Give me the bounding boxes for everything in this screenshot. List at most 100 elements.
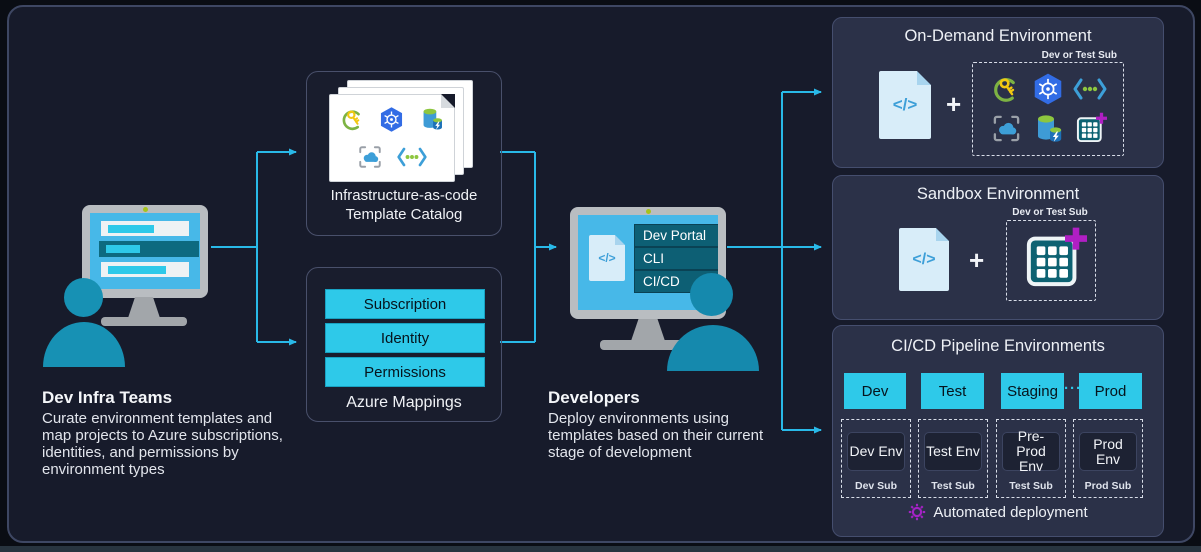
developers-figure: </> Dev Portal CLI CI/CD [560, 200, 780, 372]
code-file-icon: </> [589, 235, 625, 281]
dev-infra-text: Dev Infra Teams Curate environment templ… [42, 388, 287, 479]
azure-mappings-box: Subscription Identity Permissions Azure … [306, 267, 502, 422]
icon-cell [987, 112, 1025, 146]
pipeline-ellipsis: ··· [1064, 380, 1082, 397]
sandbox-resources-box [1006, 220, 1096, 301]
plus-sign: + [969, 245, 985, 275]
automated-deployment-label: Automated deployment [933, 503, 1088, 521]
screen-bar-fill [108, 224, 154, 233]
sandbox-sub-label: Dev or Test Sub [1012, 207, 1088, 218]
screen-bar [101, 221, 189, 236]
sandbox-card: Sandbox Environment Dev or Test Sub </> … [832, 175, 1164, 320]
grid-plus-icon [1026, 227, 1087, 287]
database-icon [1038, 115, 1062, 142]
mappings-label: Azure Mappings [346, 394, 462, 411]
plus-overlay [1095, 112, 1107, 124]
env-box-test: Test Env [924, 432, 982, 471]
code-icon [396, 147, 427, 167]
monitor-stand [631, 319, 665, 341]
env-box-prod: Prod Env [1079, 432, 1137, 471]
dev-infra-title: Dev Infra Teams [42, 388, 173, 407]
on-demand-title: On-Demand Environment [904, 27, 1092, 45]
resource-group-icon [358, 146, 381, 168]
developers-title: Developers [548, 388, 640, 407]
template-catalog-box: Infrastructure-as-code Template Catalog [306, 71, 502, 236]
catalog-label-line1: Infrastructure-as-code [330, 187, 478, 204]
connector-right-split [727, 92, 783, 430]
sub-prod: Prod Sub [1084, 480, 1132, 492]
screen-bar-fill [108, 265, 166, 274]
kubernetes-icon [380, 107, 402, 132]
icon-cell [1029, 72, 1067, 106]
monitor-stand [128, 297, 160, 318]
monitor-frame [82, 205, 208, 298]
person-head-icon [690, 273, 733, 316]
catalog-icon-row-2 [357, 144, 428, 170]
catalog-page-front [329, 94, 455, 182]
cicd-title: CI/CD Pipeline Environments [891, 337, 1105, 355]
mapping-identity: Identity [325, 323, 485, 353]
icon-cell [1071, 112, 1109, 146]
env-box-preprod: Pre-Prod Env [1002, 429, 1060, 473]
stage-dev: Dev [844, 373, 906, 409]
icon-cell [987, 72, 1025, 106]
resource-group-icon [993, 115, 1019, 142]
dev-infra-description: Curate environment templates and map pro… [42, 410, 283, 478]
icon-cell [1071, 72, 1109, 106]
monitor-base [101, 317, 187, 326]
kubernetes-icon [1034, 73, 1062, 105]
plus-overlay [1065, 227, 1087, 250]
on-demand-card: On-Demand Environment Dev or Test Sub </… [832, 17, 1164, 168]
sub-test: Test Sub [931, 480, 975, 492]
on-demand-icon-grid [973, 63, 1123, 155]
connector-left-split [211, 152, 258, 342]
monitor-base [600, 340, 696, 350]
stage-test: Test [921, 373, 984, 409]
stage-staging: Staging [1001, 373, 1064, 409]
code-glyph: </> [892, 95, 918, 114]
automated-deployment-row: Automated deployment [833, 503, 1163, 521]
person-body-icon [667, 325, 759, 371]
screen-bar [99, 241, 199, 257]
on-demand-resources-box [972, 62, 1124, 156]
stage-group-test: Test Env Test Sub [918, 419, 988, 498]
screen-bar [101, 262, 189, 277]
webcam-dot-icon [143, 207, 148, 212]
sandbox-title: Sandbox Environment [916, 185, 1080, 203]
code-icon [1073, 78, 1107, 100]
stage-prod: Prod [1079, 373, 1142, 409]
on-demand-sub-label: Dev or Test Sub [1041, 50, 1117, 61]
catalog-label-line2: Template Catalog [345, 206, 463, 223]
plus-sign: + [946, 89, 962, 119]
developers-description: Deploy environments using templates base… [548, 410, 764, 461]
monitor-screen [90, 213, 200, 289]
mapping-subscription: Subscription [325, 289, 485, 319]
person-head-icon [64, 278, 103, 317]
doc-fold [936, 228, 949, 241]
code-glyph: </> [598, 251, 616, 265]
catalog-icon-row-1 [340, 106, 445, 133]
webcam-dot-icon [646, 209, 651, 214]
key-icon [994, 78, 1018, 103]
gear-icon [909, 503, 926, 521]
dev-infra-figure [40, 200, 290, 372]
stage-group-staging: Pre-Prod Env Test Sub [996, 419, 1066, 498]
code-file-icon: </> [879, 71, 931, 139]
sub-staging: Test Sub [1009, 480, 1053, 492]
doc-fold [917, 71, 931, 85]
database-icon [423, 108, 442, 130]
screen-bar-fill [106, 245, 140, 253]
cicd-card: CI/CD Pipeline Environments Dev Test Sta… [832, 325, 1164, 537]
mapping-permissions: Permissions [325, 357, 485, 387]
monitor-screen: </> Dev Portal CLI CI/CD [578, 215, 718, 310]
icon-cell [1029, 112, 1067, 146]
doc-fold [615, 235, 625, 245]
stage-group-prod: Prod Env Prod Sub [1073, 419, 1143, 498]
key-icon [342, 110, 362, 131]
page-fold [441, 94, 455, 108]
screen-item-dev-portal: Dev Portal [634, 224, 718, 247]
sub-dev: Dev Sub [854, 480, 897, 492]
grid-plus-icon [1076, 112, 1107, 143]
person-body-icon [43, 322, 125, 367]
